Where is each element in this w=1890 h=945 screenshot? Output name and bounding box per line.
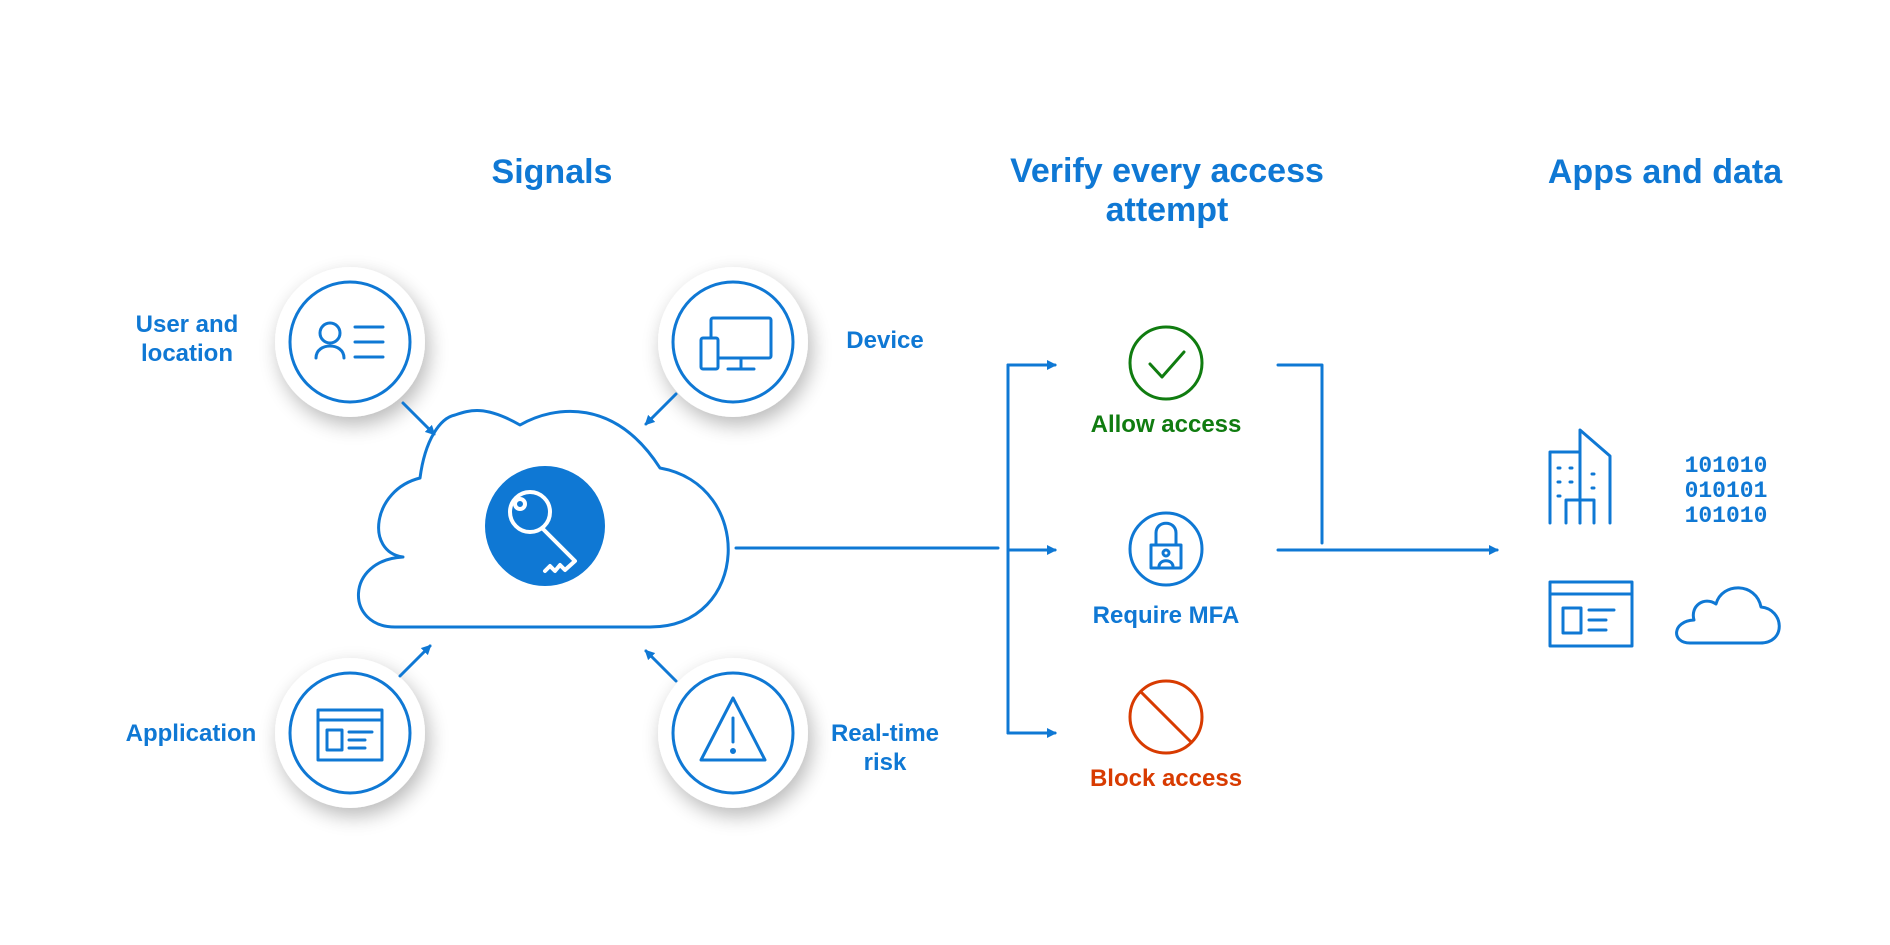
user-card-icon — [314, 321, 385, 360]
verify-heading: Verify every access attempt — [1010, 152, 1324, 229]
block-access-label: Block access — [1089, 765, 1243, 792]
arrow-risk-to-cloud — [644, 649, 678, 683]
device-label: Device — [846, 327, 924, 354]
block-icon — [1128, 679, 1204, 755]
key-icon — [508, 490, 577, 573]
signals-cloud — [357, 409, 730, 629]
require-mfa-label: Require MFA — [1092, 602, 1240, 629]
cloud-icon — [1675, 586, 1781, 645]
binary-row: 101010 — [1685, 503, 1768, 529]
app-window-icon — [1548, 580, 1634, 648]
signals-heading: Signals — [491, 153, 613, 191]
building-icon — [1548, 428, 1612, 525]
lock-icon — [1128, 511, 1204, 587]
warning-icon — [699, 696, 767, 762]
arrow-app-to-cloud — [398, 644, 432, 678]
allow-access-label: Allow access — [1090, 411, 1242, 438]
apps-heading: Apps and data — [1547, 153, 1783, 191]
realtime-risk-label: Real-time risk — [830, 720, 940, 776]
user-location-label: User and location — [135, 311, 239, 367]
devices-icon — [699, 316, 773, 371]
arrow-user-to-cloud — [401, 401, 436, 436]
binary-row: 101010 — [1685, 453, 1768, 479]
binary-icon: 101010 010101 101010 — [1685, 453, 1768, 529]
checkmark-icon — [1128, 325, 1204, 401]
binary-row: 010101 — [1685, 478, 1768, 504]
connector-allow-to-apps — [1276, 363, 1324, 545]
arrow-device-to-cloud — [644, 392, 678, 426]
app-window-icon — [316, 708, 384, 762]
application-label: Application — [125, 720, 257, 747]
